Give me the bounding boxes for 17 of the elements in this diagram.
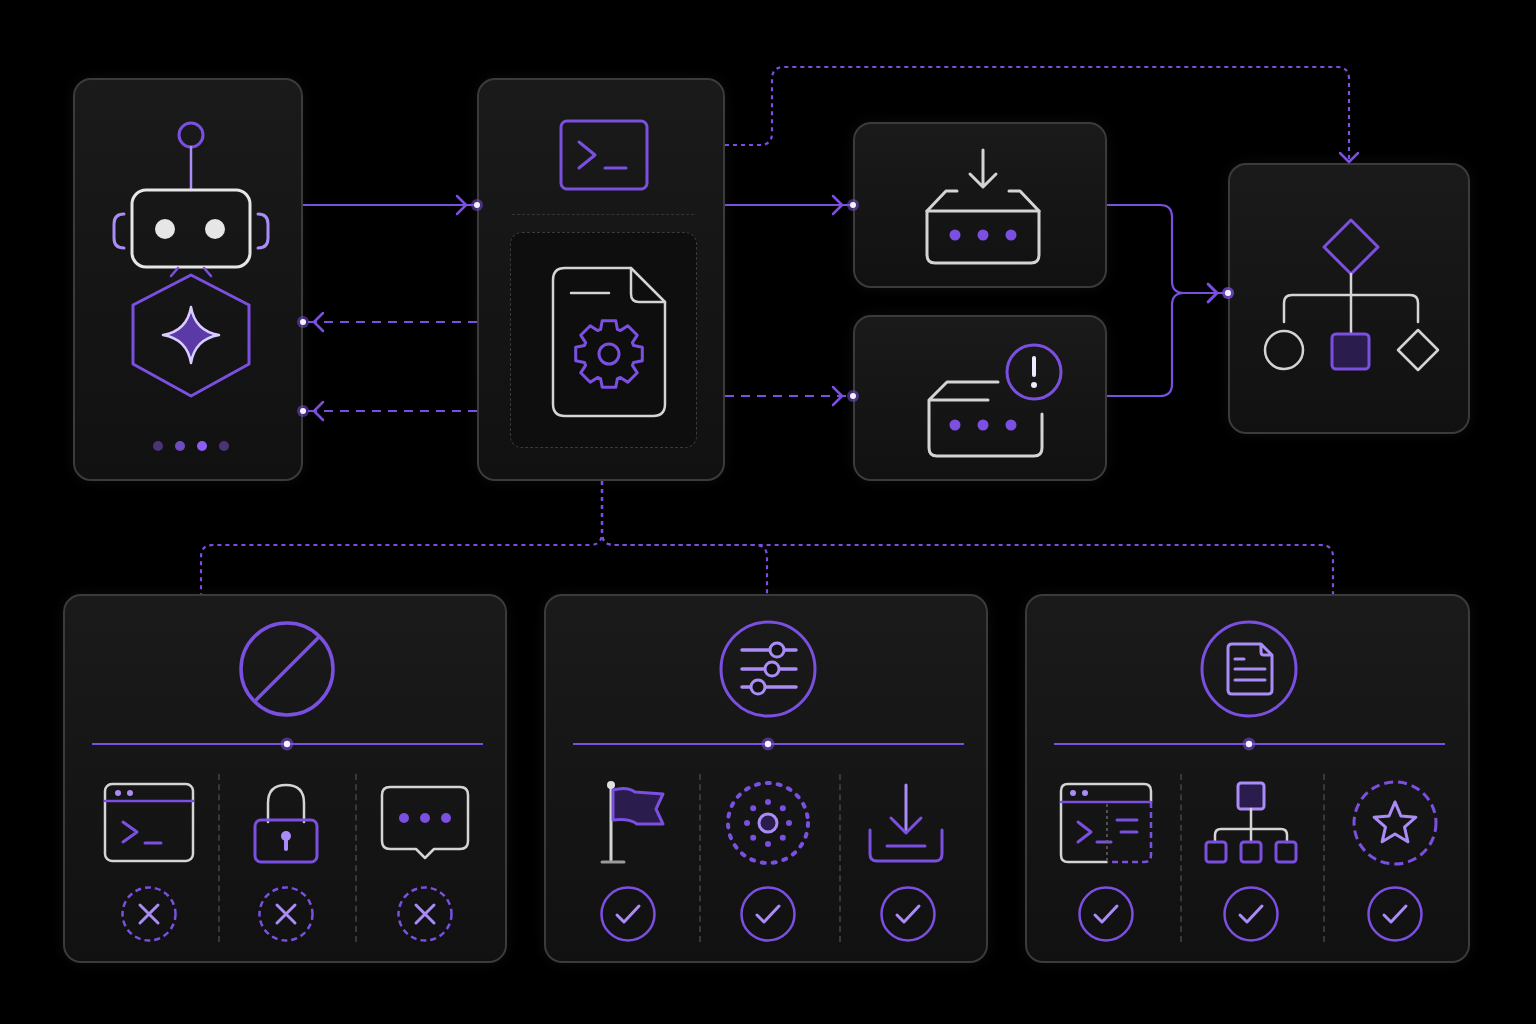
card bbox=[1228, 163, 1470, 434]
arrow bbox=[295, 400, 477, 422]
arrow bbox=[725, 65, 1360, 164]
card bbox=[853, 315, 1107, 481]
panel bbox=[544, 594, 988, 963]
arrow bbox=[303, 194, 485, 216]
panel bbox=[63, 594, 507, 963]
arrow bbox=[1107, 282, 1236, 398]
arrow bbox=[295, 311, 477, 333]
panel bbox=[73, 78, 303, 481]
arrow bbox=[725, 194, 861, 216]
arrow bbox=[725, 385, 861, 407]
connector-line bbox=[600, 481, 1335, 594]
panel bbox=[477, 78, 725, 481]
dashed-frame bbox=[510, 232, 697, 448]
card bbox=[853, 122, 1107, 288]
panel bbox=[1025, 594, 1470, 963]
